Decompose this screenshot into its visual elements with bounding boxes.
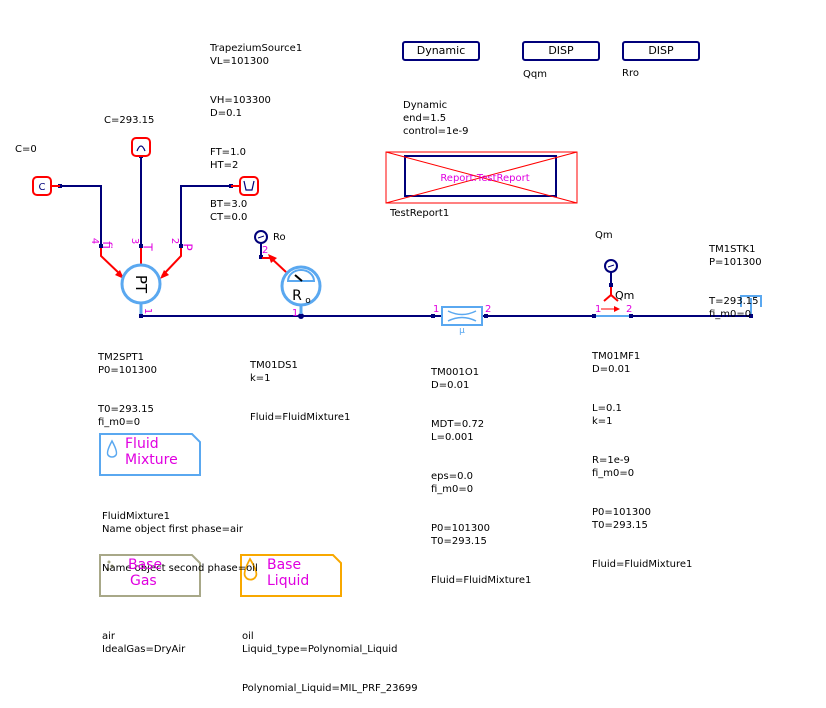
- svg-text:μ: μ: [459, 326, 465, 336]
- constant-c-temp[interactable]: [131, 137, 151, 157]
- pt-pin-3: 3: [129, 237, 141, 245]
- constant-c-fi[interactable]: C: [32, 176, 60, 196]
- ro-output-label: Ro: [273, 232, 286, 243]
- constant-fi-label: C=0: [15, 144, 37, 155]
- trapezium-source-block[interactable]: [231, 176, 259, 196]
- ds-pin-1: 1: [292, 308, 299, 319]
- disp-qm-params: Qqm: [523, 69, 547, 80]
- sink-component[interactable]: [740, 295, 762, 314]
- orifice-component[interactable]: μ: [441, 306, 483, 336]
- report-block[interactable]: Report:TestReport: [385, 151, 578, 204]
- wires: [60, 156, 751, 317]
- gas-bubbles-icon: [106, 560, 114, 571]
- constant-temp-label: C=293.15: [104, 115, 155, 126]
- svg-text:Report:TestReport: Report:TestReport: [440, 173, 529, 184]
- disp-ro-button[interactable]: DISP: [622, 41, 700, 61]
- disp-ro-params: Rro: [622, 68, 639, 79]
- svg-text:R: R: [292, 288, 302, 304]
- dynamic-button[interactable]: Dynamic: [402, 41, 480, 61]
- qm-output-label: Qm: [595, 230, 613, 241]
- ds-pin-2: 2: [262, 245, 269, 256]
- wire-c-fi[interactable]: [60, 185, 102, 246]
- density-sensor-component[interactable]: R o: [280, 265, 322, 314]
- diagram-canvas: C PT R o: [32, 137, 762, 597]
- ro-output-gauge[interactable]: [254, 230, 268, 244]
- base-liquid-block[interactable]: [240, 554, 342, 597]
- mass-flow-component[interactable]: [596, 287, 629, 317]
- pt-port-fi: fi: [99, 241, 114, 249]
- liquid-drop-icon: [243, 557, 258, 581]
- wire-trapezium-p[interactable]: [180, 185, 231, 246]
- pt-pin-2: 2: [169, 237, 181, 245]
- report-name: TestReport1: [390, 208, 450, 219]
- svg-text:o: o: [305, 296, 311, 306]
- svg-text:PT: PT: [132, 275, 150, 294]
- pt-source-component[interactable]: PT: [120, 263, 162, 314]
- disp-qm-button[interactable]: DISP: [522, 41, 600, 61]
- orifice-pin-2: 2: [485, 304, 492, 315]
- ro-signal-arrow: [262, 254, 287, 273]
- orifice-pin-1: 1: [433, 304, 440, 315]
- mf-pin-1: 1: [595, 304, 602, 315]
- mf-pin-2: 2: [626, 304, 633, 315]
- svg-text:C: C: [39, 182, 46, 193]
- pt-pin-1: 1: [142, 307, 154, 315]
- qm-output-gauge[interactable]: [604, 259, 618, 273]
- pt-pin-4: 4: [89, 237, 101, 245]
- pt-port-t: T: [140, 243, 155, 251]
- droplet-icon: [106, 439, 118, 458]
- fluid-mixture-block[interactable]: [99, 433, 201, 476]
- pt-port-p: P: [180, 243, 195, 251]
- base-gas-block[interactable]: [99, 554, 201, 597]
- qm-sensor-label: Qm: [615, 289, 635, 302]
